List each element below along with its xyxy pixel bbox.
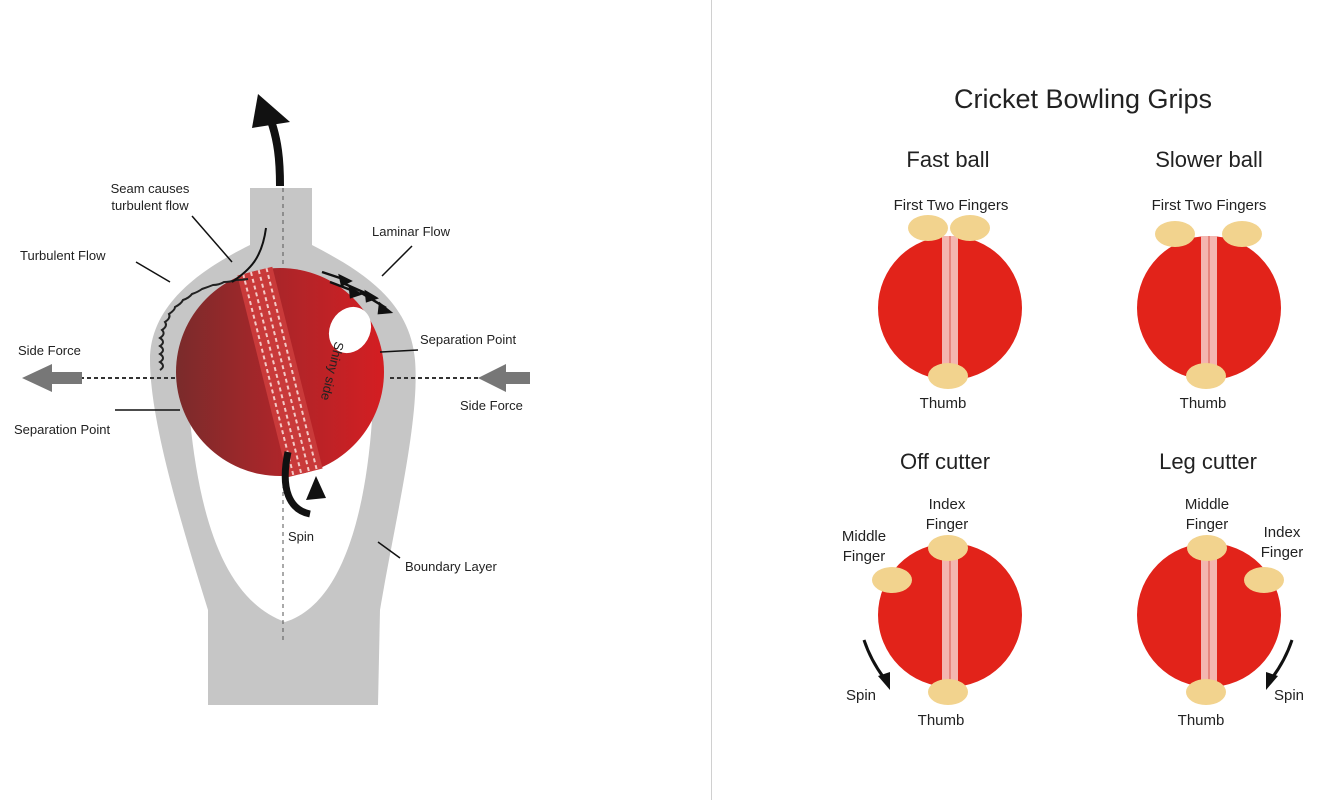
grip-name: Fast ball: [906, 147, 989, 172]
seam-flow-line: [231, 227, 267, 283]
index-finger-label-2: Finger: [926, 516, 969, 533]
spin-label: Spin: [1274, 687, 1304, 704]
middle-finger-label-1: Middle: [1185, 496, 1229, 513]
index-finger: [928, 535, 968, 561]
wake-region: [190, 420, 372, 622]
panel-divider: [711, 0, 712, 800]
grip-name: Off cutter: [900, 449, 990, 474]
index-finger: [1244, 567, 1284, 593]
grip-name: Leg cutter: [1159, 449, 1257, 474]
finger-right: [950, 215, 990, 241]
thumb-label: Thumb: [918, 712, 965, 729]
bowling-grips: Cricket Bowling Grips Fast ball First Tw…: [842, 84, 1304, 729]
spin-arrow: [281, 451, 311, 518]
spin-arrow-head: [878, 672, 890, 690]
thumb-label: Thumb: [920, 395, 967, 412]
finger-right: [1222, 221, 1262, 247]
spin-label: Spin: [846, 687, 876, 704]
ball-seam: [237, 266, 323, 478]
grips-title: Cricket Bowling Grips: [954, 84, 1212, 114]
separation-point-left-label: Separation Point: [14, 422, 111, 437]
thumb: [928, 679, 968, 705]
spin-arrow: [1270, 639, 1294, 679]
swing-diagram: Shiny side Seam causes turbulent flow Tu…: [14, 94, 530, 705]
middle-finger-label-2: Finger: [1186, 516, 1229, 533]
turbulent-curls: [158, 278, 249, 371]
laminar-arrows: [321, 270, 394, 315]
deflection-arrow: [266, 116, 284, 187]
laminar-flow-label: Laminar Flow: [372, 224, 451, 239]
grip-slower-ball: Slower ball First Two Fingers Thumb: [1137, 147, 1281, 412]
seam-label-line2: turbulent flow: [111, 198, 189, 213]
spin-arrow-head: [306, 476, 326, 500]
grip-leg-cutter: Leg cutter Middle Finger Index Finger Sp…: [1137, 449, 1304, 729]
grip-fast-ball: Fast ball First Two Fingers Thumb: [878, 147, 1022, 412]
swing-diagram-panel: Shiny side Seam causes turbulent flow Tu…: [14, 94, 530, 705]
thumb: [1186, 679, 1226, 705]
grip-off-cutter: Off cutter Index Finger Middle Finger Sp…: [842, 449, 1022, 729]
spin-arrow-head: [1266, 672, 1278, 690]
index-finger-label-1: Index: [1264, 524, 1301, 541]
seam-label-line1: Seam causes: [111, 181, 190, 196]
turbulent-flow-label: Turbulent Flow: [20, 248, 106, 263]
leader-lines: [115, 215, 419, 559]
shine-spot: [328, 306, 372, 354]
fingers-label: First Two Fingers: [1152, 197, 1267, 214]
finger-left: [1155, 221, 1195, 247]
middle-finger: [1187, 535, 1227, 561]
thumb-label: Thumb: [1178, 712, 1225, 729]
spin-label: Spin: [288, 529, 314, 544]
bowling-grips-panel: Cricket Bowling Grips Fast ball First Tw…: [714, 0, 1332, 800]
boundary-layer-label: Boundary Layer: [405, 559, 497, 574]
side-force-arrow-left: [22, 364, 82, 392]
middle-finger-label-2: Finger: [843, 548, 886, 565]
finger-left: [908, 215, 948, 241]
middle-finger-label-1: Middle: [842, 528, 886, 545]
side-force-left-label: Side Force: [18, 343, 81, 358]
spin-arrow: [862, 639, 886, 679]
side-force-right-label: Side Force: [460, 398, 523, 413]
thumb-label: Thumb: [1180, 395, 1227, 412]
thumb: [928, 363, 968, 389]
grip-name: Slower ball: [1155, 147, 1263, 172]
index-finger-label-2: Finger: [1261, 544, 1304, 561]
deflection-arrow-head: [252, 94, 290, 128]
index-finger-label-1: Index: [929, 496, 966, 513]
fingers-label: First Two Fingers: [894, 197, 1009, 214]
middle-finger: [872, 567, 912, 593]
side-force-arrow-right: [478, 364, 530, 392]
separation-point-right-label: Separation Point: [420, 332, 517, 347]
thumb: [1186, 363, 1226, 389]
